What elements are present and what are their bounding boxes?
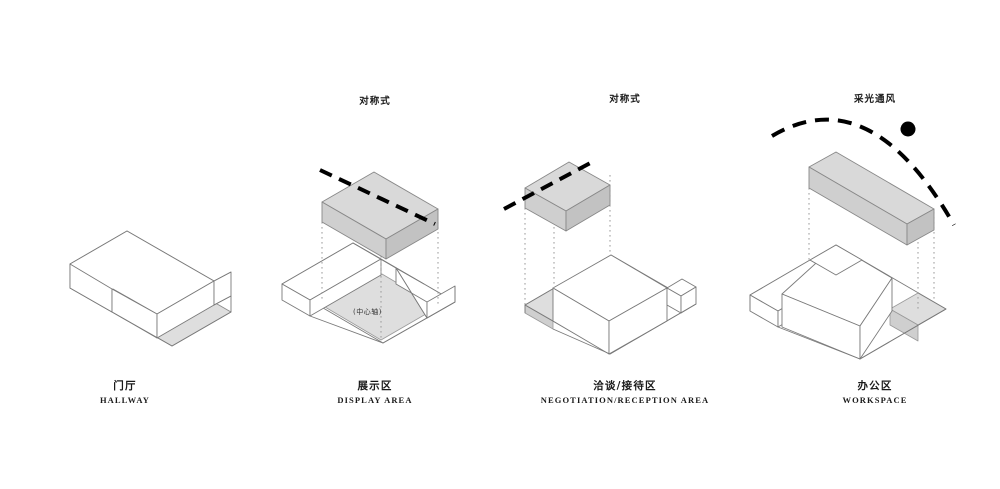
base-front-edge-workspace	[777, 308, 947, 360]
notch-edge-line	[213, 271, 232, 282]
floating-bar-right	[565, 184, 611, 232]
sun-path-arc	[770, 117, 956, 226]
annotation-display-area: 对称式	[359, 96, 391, 107]
base-plate-front-edge	[309, 301, 456, 344]
panel-display-area-drawing	[281, 168, 456, 344]
floating-bar-right-ws	[906, 208, 935, 246]
panel-display-area: 对称式 (中心轴) 展示区 DISPLAY AREA	[250, 0, 500, 489]
caption-cn-hallway: 门厅	[113, 380, 137, 392]
floor-plate-edge	[111, 295, 232, 347]
sun-dot-icon	[900, 121, 916, 137]
floating-volume-negotiation	[524, 161, 611, 232]
annotation-workspace: 采光通风	[853, 94, 896, 105]
projection-lines	[321, 222, 439, 340]
caption-cn-negotiation: 洽谈/接待区	[593, 380, 657, 392]
symmetry-axis-dashed	[503, 158, 597, 211]
center-axis-label: (中心轴)	[353, 308, 382, 316]
floating-volume-workspace	[808, 151, 935, 246]
central-block-right-ws	[859, 277, 893, 360]
caption-cn-workspace: 办公区	[857, 380, 893, 392]
panel-workspace: 采光通风 办公区 WORKSPACE	[749, 0, 1000, 489]
projection-lines-negotiation	[524, 175, 611, 305]
caption-cn-display-area: 展示区	[357, 380, 393, 392]
back-riser-top	[809, 244, 863, 276]
panel-hallway: 门厅 HALLWAY	[0, 0, 250, 489]
caption-en-hallway: HALLWAY	[99, 395, 151, 405]
annotation-negotiation: 对称式	[609, 94, 641, 105]
caption-en-negotiation: NEGOTIATION/RECEPTION AREA	[540, 395, 710, 405]
caption-en-workspace: WORKSPACE	[842, 395, 908, 405]
panel-workspace-drawing	[749, 117, 956, 360]
shaded-right-strip-side	[889, 308, 919, 342]
panel-hallway-drawing	[69, 230, 232, 347]
mass-back-strip-top	[352, 242, 425, 285]
panel-negotiation-reception: 对称式 洽谈/接待区 NEGOTIATION/RECEPTION AREA	[500, 0, 750, 489]
caption-en-display-area: DISPLAY AREA	[337, 395, 413, 405]
mass-back-wing-front	[309, 258, 382, 317]
base-front-edge-negotiation	[552, 303, 697, 355]
panel-negotiation-drawing	[503, 158, 697, 355]
symmetry-axis-dashed	[319, 168, 436, 226]
